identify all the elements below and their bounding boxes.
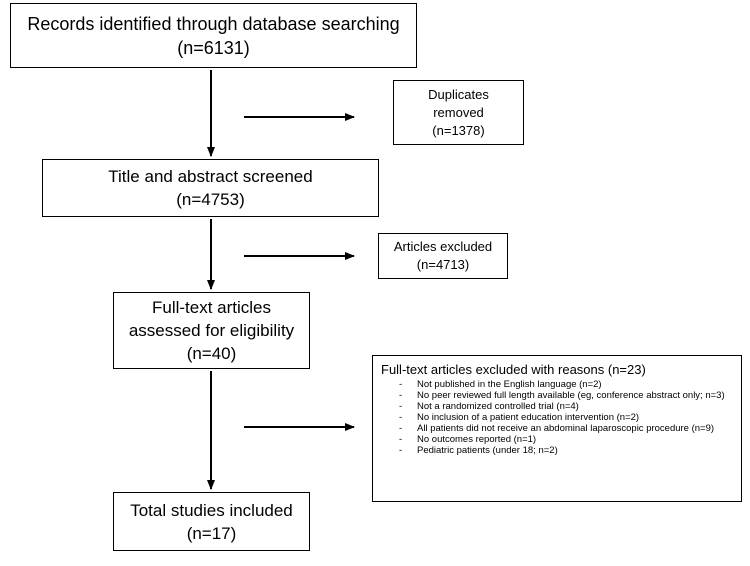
title-abstract-screened-box: Title and abstract screened (n=4753) bbox=[42, 159, 379, 217]
reason-text: All patients did not receive an abdomina… bbox=[417, 423, 715, 434]
records-label: Records identified through database sear… bbox=[27, 13, 400, 34]
reason-bullet: - bbox=[399, 434, 403, 445]
reason-item: - Not published in the English language (… bbox=[381, 379, 735, 390]
reason-item: - No inclusion of a patient education int… bbox=[381, 412, 735, 423]
reason-bullet: - bbox=[399, 390, 403, 401]
reason-text: No peer reviewed full length available (… bbox=[417, 390, 725, 401]
included-label: Total studies included bbox=[130, 500, 293, 520]
excluded-label: Articles excluded bbox=[393, 239, 493, 254]
reason-item: - No peer reviewed full length available … bbox=[381, 390, 735, 401]
duplicates-count: (n=1378) bbox=[432, 122, 485, 138]
excluded-count: (n=4713) bbox=[416, 257, 470, 272]
reason-text: No outcomes reported (n=1) bbox=[417, 434, 537, 445]
reason-bullet: - bbox=[399, 412, 403, 423]
reason-bullet: - bbox=[399, 445, 403, 456]
reason-text: Not a randomized controlled trial (n=4) bbox=[417, 401, 579, 412]
fulltext-label-1: Full-text articles bbox=[151, 298, 272, 317]
fulltext-excluded-reasons-box: Full-text articles excluded with reasons… bbox=[372, 355, 742, 502]
screened-label: Title and abstract screened bbox=[108, 167, 313, 186]
duplicates-label-2: removed bbox=[433, 104, 484, 120]
articles-excluded-box: Articles excluded (n=4713) bbox=[378, 233, 508, 279]
included-count: (n=17) bbox=[186, 523, 237, 543]
records-count: (n=6131) bbox=[177, 37, 250, 58]
records-identified-box: Records identified through database sear… bbox=[10, 3, 417, 68]
reason-item: - All patients did not receive an abdomin… bbox=[381, 423, 735, 434]
reason-item: - No outcomes reported (n=1) bbox=[381, 434, 735, 445]
reason-bullet: - bbox=[399, 423, 403, 434]
reasons-title: Full-text articles excluded with reasons… bbox=[381, 362, 646, 377]
reason-bullet: - bbox=[399, 401, 403, 412]
reason-text: Not published in the English language (n… bbox=[417, 379, 602, 390]
duplicates-removed-box: Duplicates removed (n=1378) bbox=[393, 80, 524, 145]
reason-text: Pediatric patients (under 18; n=2) bbox=[417, 445, 558, 456]
fulltext-label-2: assessed for eligibility bbox=[128, 321, 295, 340]
screened-count: (n=4753) bbox=[176, 190, 245, 209]
duplicates-label-1: Duplicates bbox=[428, 86, 489, 102]
fulltext-count: (n=40) bbox=[186, 344, 237, 363]
reason-item: - Pediatric patients (under 18; n=2) bbox=[381, 445, 735, 456]
reasons-list: - Not published in the English language (… bbox=[381, 379, 735, 456]
reason-bullet: - bbox=[399, 379, 403, 390]
fulltext-assessed-box: Full-text articles assessed for eligibil… bbox=[113, 292, 310, 369]
reason-text: No inclusion of a patient education inte… bbox=[417, 412, 640, 423]
reason-item: - Not a randomized controlled trial (n=4) bbox=[381, 401, 735, 412]
total-studies-included-box: Total studies included (n=17) bbox=[113, 492, 310, 551]
